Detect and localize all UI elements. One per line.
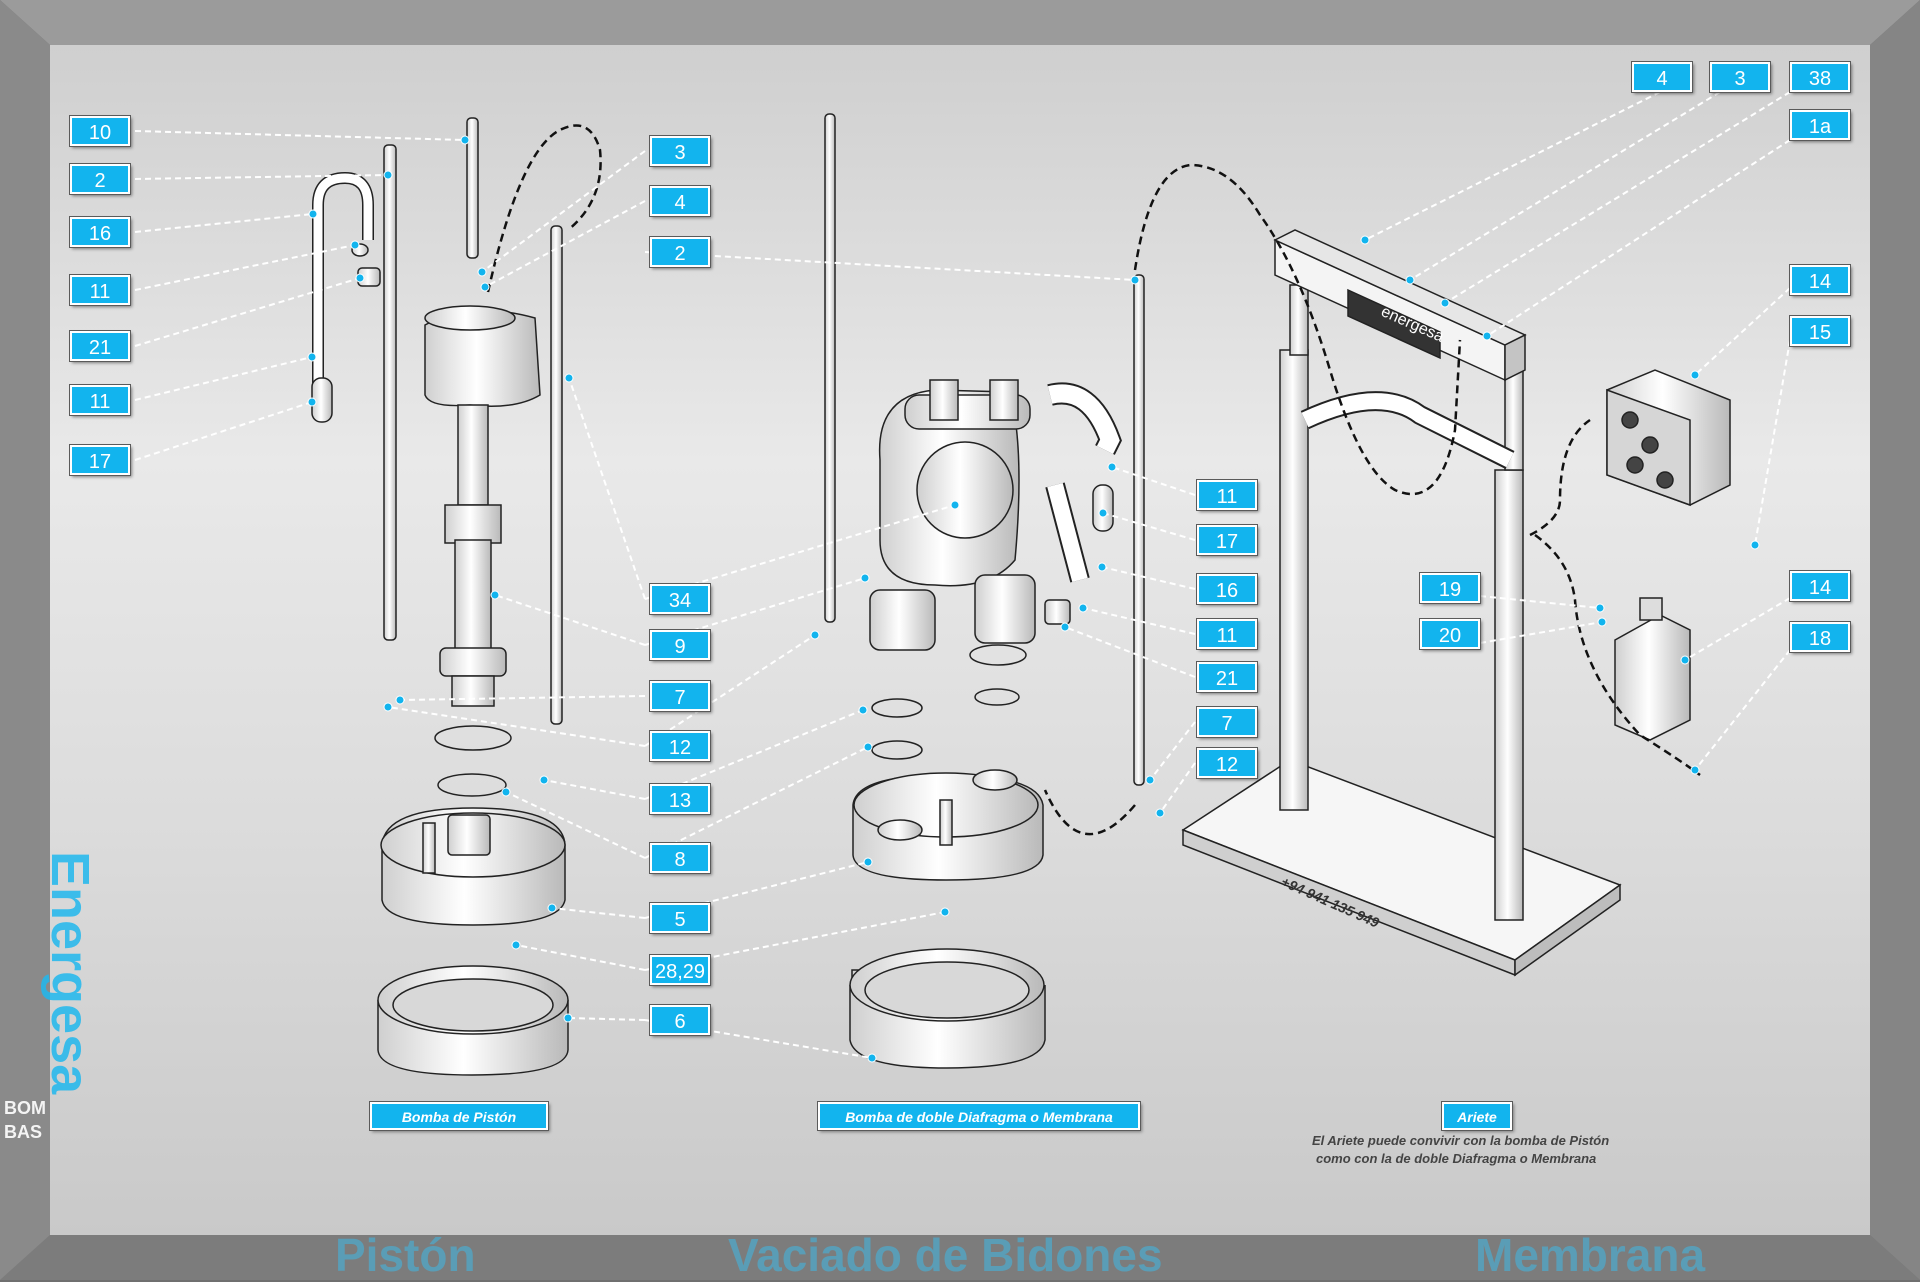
callout-34: 34 <box>650 584 710 614</box>
bombas-label-line-2: BAS <box>4 1122 43 1142</box>
piston-pump-caption: Bomba de Pistón <box>370 1102 548 1130</box>
callout-19: 19 <box>1420 573 1480 603</box>
ariete-note-line-1: El Ariete puede convivir con la bomba de… <box>1312 1133 1610 1148</box>
callout-28-29: 28,29 <box>650 955 710 985</box>
callout-leader-lines <box>134 91 1791 1059</box>
ariete-note-line-2: como con la de doble Diafragma o Membran… <box>1316 1151 1597 1166</box>
piston-pump-drawing <box>311 117 569 1076</box>
callout-18: 18 <box>1790 622 1850 652</box>
callout-38: 38 <box>1790 62 1850 92</box>
ariete-caption: Ariete <box>1442 1102 1512 1130</box>
callout-10: 10 <box>70 116 130 146</box>
callout-2: 2 <box>650 237 710 267</box>
vertical-brand-name: Energesa <box>40 851 100 1095</box>
callout-11: 11 <box>70 385 130 415</box>
callout-11: 11 <box>1197 619 1257 649</box>
bombas-label-line-1: BOM <box>4 1098 46 1118</box>
callout-3: 3 <box>1710 62 1770 92</box>
callout-20: 20 <box>1420 619 1480 649</box>
callout-6: 6 <box>650 1005 710 1035</box>
callout-21: 21 <box>70 331 130 361</box>
callout-7: 7 <box>1197 707 1257 737</box>
footer-word-membrana: Membrana <box>1475 1229 1706 1281</box>
callout-21: 21 <box>1197 662 1257 692</box>
callout-9: 9 <box>650 630 710 660</box>
callout-leader-dots <box>307 135 1760 1063</box>
callout-4: 4 <box>1632 62 1692 92</box>
callout-14: 14 <box>1790 265 1850 295</box>
callout-16: 16 <box>70 217 130 247</box>
callout-12: 12 <box>1197 748 1257 778</box>
callout-4: 4 <box>650 186 710 216</box>
callout-11: 11 <box>70 275 130 305</box>
callout-16: 16 <box>1197 574 1257 604</box>
callout-8: 8 <box>650 843 710 873</box>
callout-13: 13 <box>650 784 710 814</box>
callout-2: 2 <box>70 164 130 194</box>
footer-word-piston: Pistón <box>335 1229 476 1281</box>
diaphragm-pump-caption: Bomba de doble Diafragma o Membrana <box>818 1102 1140 1130</box>
callout-1a: 1a <box>1790 110 1850 140</box>
air-hose-lines <box>486 124 1701 836</box>
callout-14: 14 <box>1790 571 1850 601</box>
footer-word-vaciado: Vaciado de Bidones <box>728 1229 1163 1281</box>
callout-15: 15 <box>1790 316 1850 346</box>
callout-17: 17 <box>70 445 130 475</box>
callout-12: 12 <box>650 731 710 761</box>
callout-17: 17 <box>1197 525 1257 555</box>
callout-7: 7 <box>650 681 710 711</box>
callout-3: 3 <box>650 136 710 166</box>
callout-5: 5 <box>650 903 710 933</box>
diaphragm-pump-drawing <box>824 113 1145 1069</box>
ariete-frame-drawing <box>1181 229 1731 977</box>
callout-11: 11 <box>1197 480 1257 510</box>
